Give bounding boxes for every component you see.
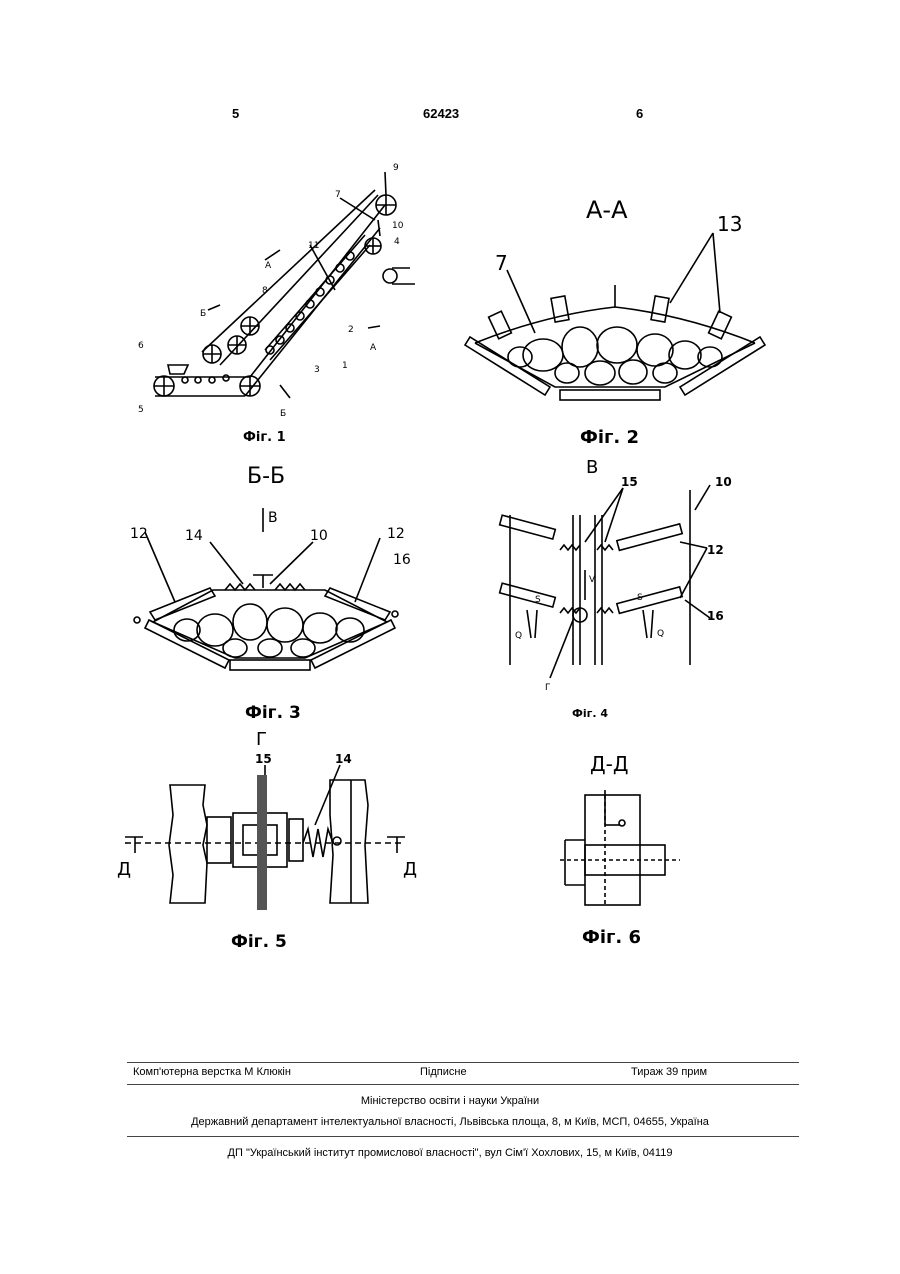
footer-ministry: Міністерство освіти і науки України (0, 1095, 900, 1107)
svg-text:Г: Г (545, 683, 551, 693)
figure-2-caption: Фіг. 2 (580, 427, 639, 448)
footer-department: Державний департамент інтелектуальної вл… (0, 1116, 900, 1128)
page-number-left: 5 (232, 106, 239, 121)
figure-3-section-label: Б-Б (247, 464, 285, 489)
svg-text:7: 7 (335, 190, 341, 200)
svg-text:14: 14 (185, 528, 203, 544)
svg-text:10: 10 (715, 475, 732, 489)
svg-text:Б: Б (200, 309, 206, 319)
svg-text:16: 16 (393, 552, 411, 568)
footer-signed: Підписне (420, 1066, 467, 1078)
svg-text:Д: Д (403, 859, 417, 880)
svg-text:Q: Q (515, 631, 522, 641)
figure-6-section-label: Д-Д (590, 752, 628, 776)
svg-text:10: 10 (310, 528, 328, 544)
svg-text:4: 4 (394, 237, 400, 247)
footer-rule-top (127, 1062, 799, 1063)
footer-institute: ДП "Український інститут промислової вла… (0, 1147, 900, 1159)
svg-text:5: 5 (138, 405, 144, 415)
svg-text:9: 9 (393, 163, 399, 173)
svg-text:12: 12 (707, 543, 724, 557)
page-number-right: 6 (636, 106, 643, 121)
svg-text:Д: Д (117, 859, 131, 880)
footer-rule-middle (127, 1084, 799, 1085)
svg-text:S: S (535, 595, 541, 605)
svg-text:В: В (268, 510, 278, 526)
svg-text:16: 16 (707, 609, 724, 623)
figure-1-caption: Фіг. 1 (243, 430, 286, 445)
figure-3-drawing: В 12 14 10 12 16 (125, 500, 415, 690)
svg-text:15: 15 (255, 752, 272, 766)
svg-text:10: 10 (392, 221, 404, 231)
figure-5-drawing: 15 14 Д Д (115, 745, 435, 915)
figure-6-drawing (560, 785, 690, 915)
svg-text:Q: Q (657, 629, 664, 639)
svg-text:А: А (370, 343, 377, 353)
svg-text:1: 1 (342, 361, 348, 371)
svg-text:8: 8 (262, 286, 268, 296)
footer-print-run: Тираж 39 прим (631, 1066, 707, 1078)
svg-text:13: 13 (717, 212, 742, 236)
figure-2-drawing: 13 7 (455, 205, 775, 415)
figure-5-caption: Фіг. 5 (231, 932, 287, 952)
figure-3-caption: Фіг. 3 (245, 703, 301, 723)
svg-text:12: 12 (387, 526, 405, 542)
patent-number: 62423 (423, 106, 459, 121)
svg-text:12: 12 (130, 526, 148, 542)
figure-4-drawing: 15 10 12 16 S S V Q Q Г (485, 470, 765, 700)
svg-text:V: V (589, 575, 596, 585)
svg-text:Б: Б (280, 409, 286, 419)
svg-text:6: 6 (138, 341, 144, 351)
svg-text:3: 3 (314, 365, 320, 375)
figure-1-drawing: 9 7 10 4 А 11 8Б 2 1 3 6 5 Б А (130, 150, 430, 430)
svg-text:2: 2 (348, 325, 354, 335)
svg-text:А: А (265, 261, 272, 271)
footer-rule-bottom (127, 1136, 799, 1137)
svg-text:11: 11 (308, 241, 319, 251)
figure-4-caption: Фіг. 4 (572, 707, 608, 720)
svg-text:15: 15 (621, 475, 638, 489)
svg-text:7: 7 (495, 251, 508, 275)
footer-layout-credit: Комп'ютерна верстка М Клюкін (133, 1066, 291, 1078)
svg-text:14: 14 (335, 752, 352, 766)
svg-text:S: S (637, 593, 643, 603)
figure-6-caption: Фіг. 6 (582, 927, 641, 948)
